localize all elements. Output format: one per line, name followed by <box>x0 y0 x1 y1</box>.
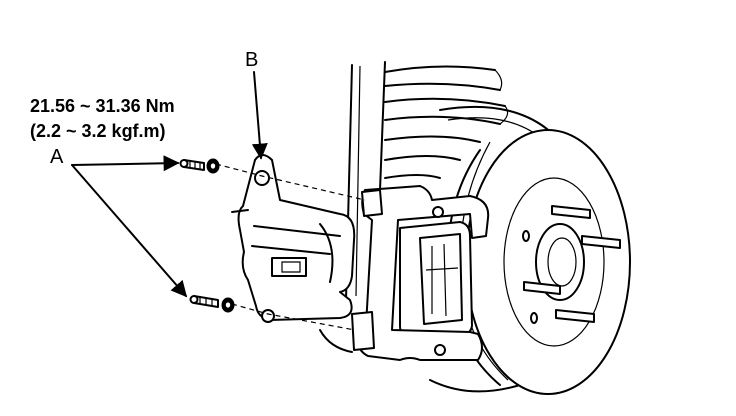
wheel-hub <box>522 223 585 324</box>
callout-b-leader <box>251 71 268 160</box>
callout-label-b: B <box>245 49 259 71</box>
callout-a-leaders <box>71 155 188 298</box>
caliper-body <box>231 154 356 323</box>
upper-washer <box>206 158 220 174</box>
torque-spec-kgf: (2.2 ~ 3.2 kgf.m) <box>30 121 166 141</box>
lower-washer <box>221 297 235 313</box>
caliper-bracket <box>319 185 490 361</box>
upper-caliper-bolt <box>179 159 205 171</box>
callout-label-a: A <box>50 146 64 168</box>
alignment-lines <box>215 163 366 331</box>
lower-caliper-bolt <box>189 295 219 308</box>
brake-pad <box>399 221 473 339</box>
torque-spec-nm: 21.56 ~ 31.36 Nm <box>30 96 175 116</box>
coil-spring <box>384 65 509 179</box>
wheel-studs <box>523 205 621 323</box>
